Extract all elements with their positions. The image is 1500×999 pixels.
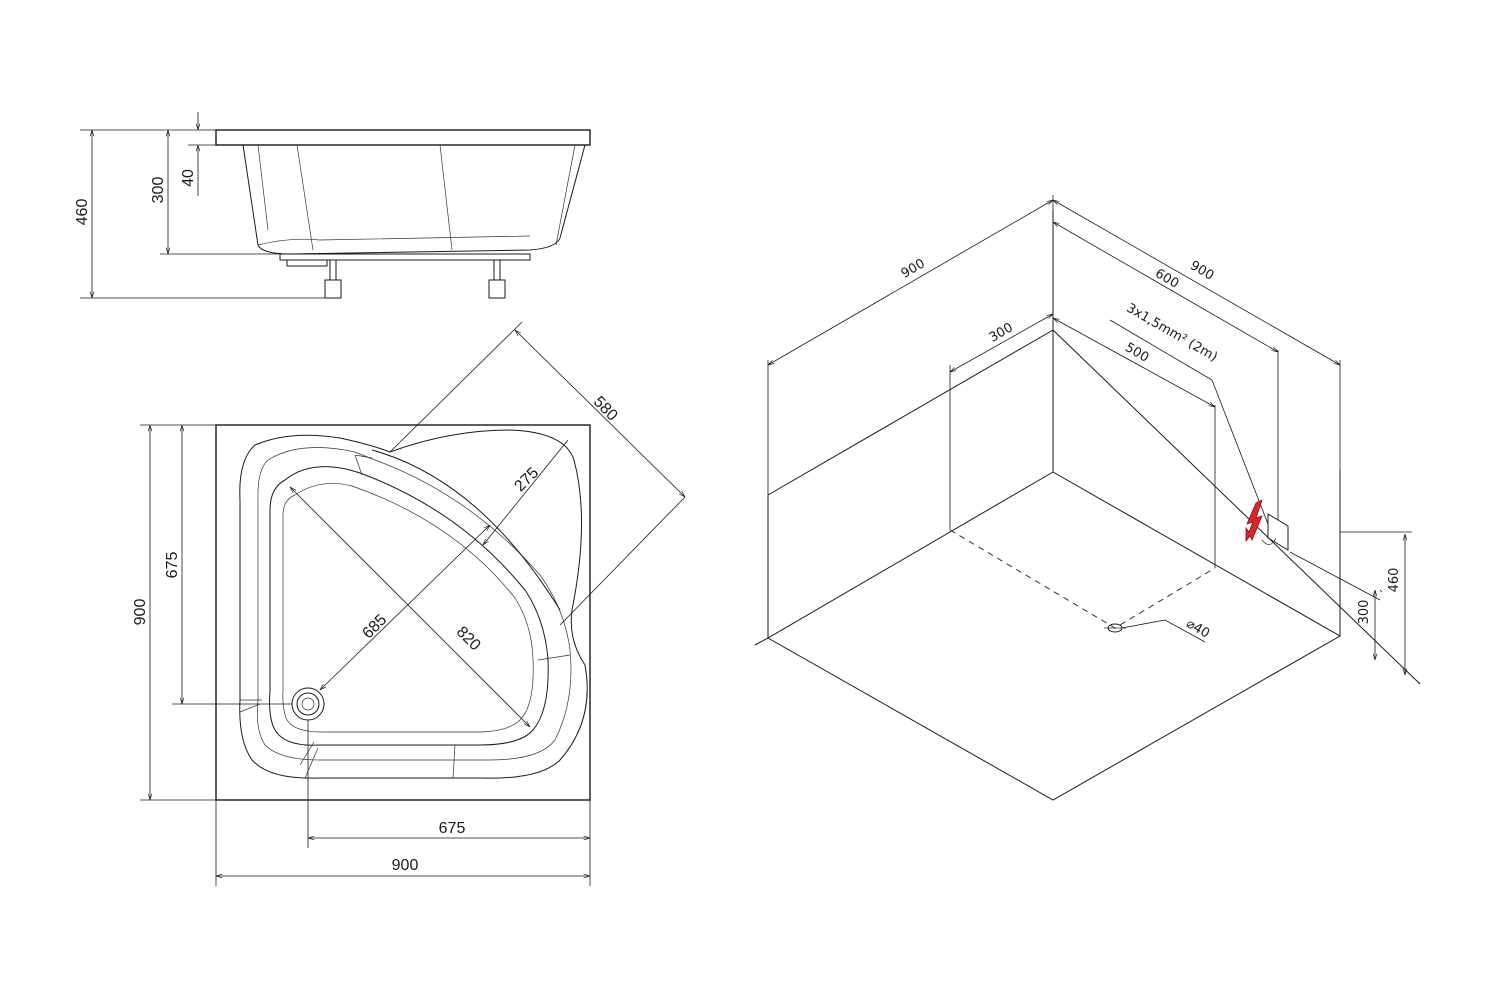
- foot-right: [488, 259, 506, 299]
- dim-label-back-300: 300: [987, 320, 1016, 345]
- dim-label-820: 820: [453, 623, 484, 654]
- dim-line-500: [1053, 318, 1215, 407]
- cable-leader: [1211, 379, 1269, 525]
- dim-line-685: [320, 525, 490, 690]
- dim-label-bottom-675: 675: [439, 820, 466, 837]
- side-view: 460 300 40: [74, 112, 591, 299]
- dim-line-580: [515, 330, 685, 497]
- dim-label-500: 500: [1122, 340, 1151, 365]
- lightning-warning-icon: [1245, 499, 1263, 543]
- tray-base: [279, 253, 531, 261]
- dim-label-300: 300: [150, 177, 167, 204]
- room-corner: [766, 210, 1342, 801]
- drain-stub: [286, 259, 328, 267]
- dim-line-back-300: [950, 314, 1053, 372]
- socket: [1261, 513, 1289, 551]
- dim-line-left-900: [768, 200, 1053, 365]
- plan-view: 580 275 685 820 900 675 675 900: [132, 321, 685, 886]
- dim-label-left-900: 900: [899, 256, 928, 281]
- drain-axis-dashed: [949, 529, 1216, 629]
- dim-label-40: 40: [180, 169, 197, 187]
- drain: [291, 687, 325, 721]
- tray-top-left-edge: [767, 329, 1054, 496]
- dim-label-275: 275: [511, 464, 542, 495]
- foot-left: [324, 259, 342, 299]
- tray-shell: [242, 144, 586, 255]
- dim-label-bottom-900: 900: [392, 857, 419, 874]
- dim-label-left-675: 675: [164, 552, 181, 579]
- tray-top-right-edge: [1052, 329, 1421, 685]
- dim-label-580: 580: [590, 393, 621, 424]
- dim-line-600: [1053, 222, 1278, 352]
- dim-label-left-900: 900: [132, 599, 149, 626]
- dim-label-460: 460: [74, 199, 91, 226]
- dim-label-685: 685: [359, 611, 390, 642]
- iso-view: 900 900 600 300 500 3x1,5mm² (2m) ⌀40: [754, 195, 1421, 801]
- dim-label-iso-300: 300: [1357, 600, 1372, 625]
- tray-rim: [215, 129, 591, 146]
- basin-outer-contour: [239, 429, 588, 779]
- tray-outline: [215, 424, 591, 801]
- dim-line-820: [290, 487, 530, 727]
- dim-label-iso-460: 460: [1387, 568, 1402, 593]
